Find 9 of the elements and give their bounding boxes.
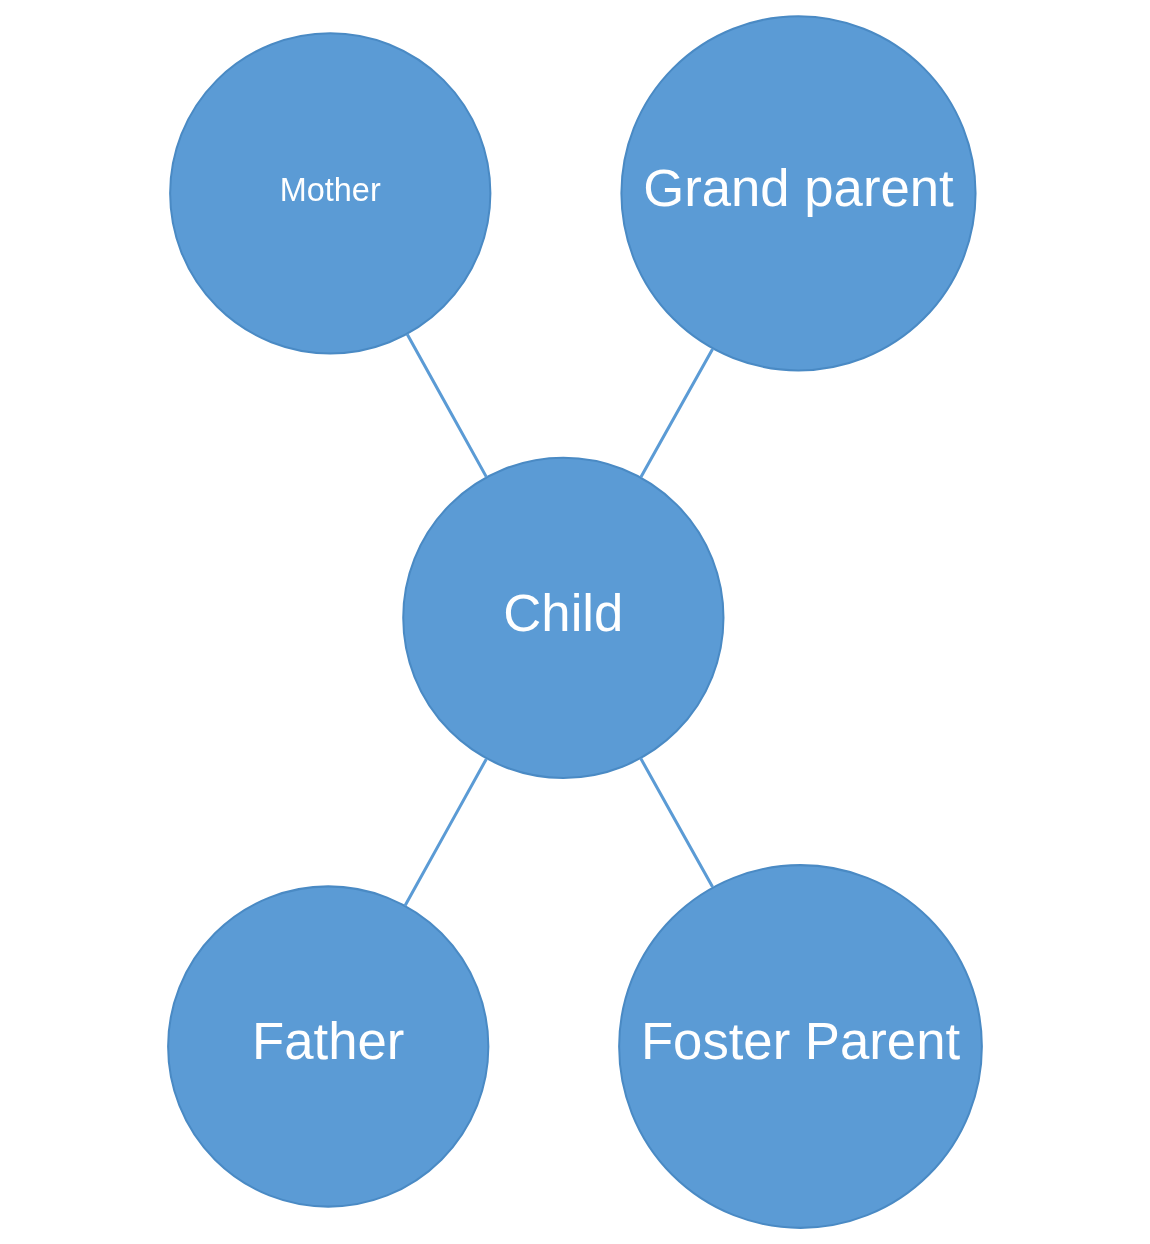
connector xyxy=(405,333,488,478)
connector xyxy=(639,757,714,888)
node-circle: Father xyxy=(167,885,490,1208)
node-circle: Foster Parent xyxy=(618,864,983,1229)
connector xyxy=(639,348,714,479)
node-circle: Mother xyxy=(169,32,492,355)
connector xyxy=(403,758,488,907)
node-circle: Grand parent xyxy=(620,15,977,372)
node-circle: Child xyxy=(402,456,725,779)
